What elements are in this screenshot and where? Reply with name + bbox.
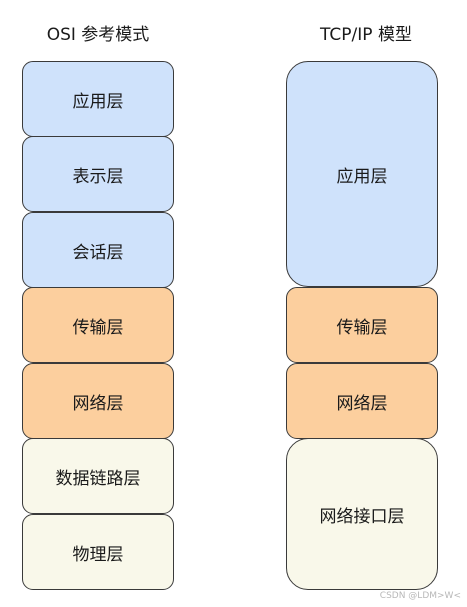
tcpip-network-interface-layer: 网络接口层: [286, 438, 438, 590]
osi-session-layer: 会话层: [22, 212, 174, 288]
watermark: CSDN @LDM>W<: [379, 591, 461, 601]
osi-data-link-layer: 数据链路层: [22, 438, 174, 514]
osi-application-layer: 应用层: [22, 61, 174, 137]
tcpip-transport-layer: 传输层: [286, 287, 438, 363]
tcpip-column-title: TCP/IP 模型: [320, 25, 412, 45]
osi-physical-layer: 物理层: [22, 514, 174, 590]
tcpip-network-layer: 网络层: [286, 363, 438, 439]
osi-network-layer: 网络层: [22, 363, 174, 439]
tcpip-application-layer: 应用层: [286, 61, 438, 287]
osi-presentation-layer: 表示层: [22, 136, 174, 212]
osi-column-title: OSI 参考模式: [46, 25, 150, 45]
osi-transport-layer: 传输层: [22, 287, 174, 363]
